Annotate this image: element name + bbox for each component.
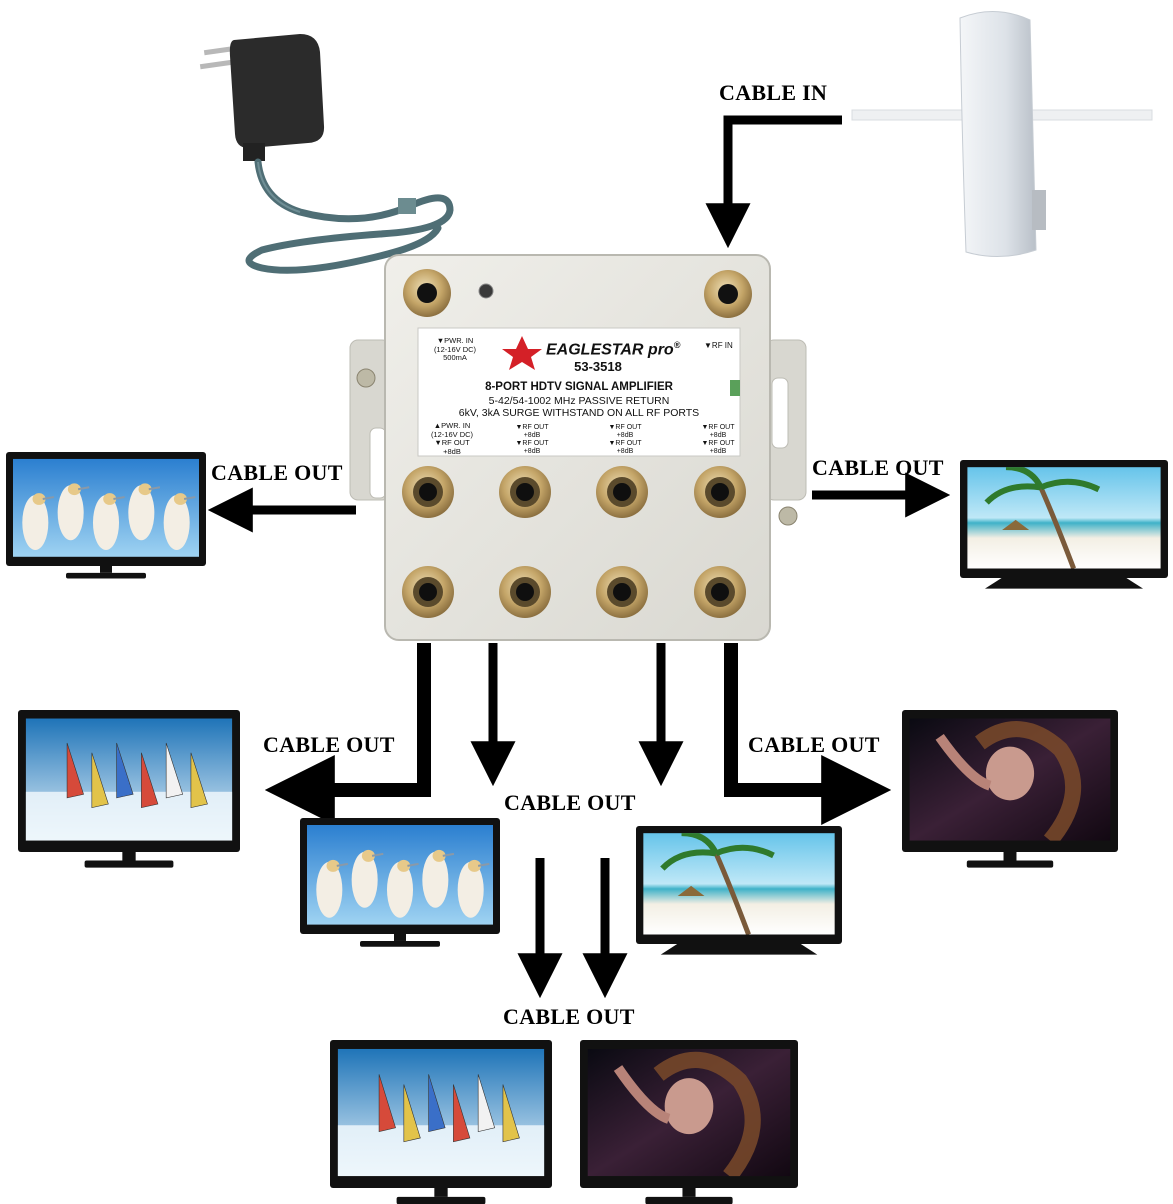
caption-cable-out-left: CABLE OUT xyxy=(211,460,343,485)
rf-out-connector xyxy=(694,566,746,618)
adapter-cable-connector xyxy=(398,198,416,214)
amp-model: 53-3518 xyxy=(574,359,622,374)
antenna xyxy=(851,10,1153,258)
power-adapter xyxy=(199,34,454,274)
adapter-prong xyxy=(203,45,239,56)
amp-passive-return: 5-42/54-1002 MHz PASSIVE RETURN xyxy=(488,395,670,407)
amp-surge-rating: 6kV, 3kA SURGE WITHSTAND ON ALL RF PORTS xyxy=(458,407,700,419)
rf-out-connector xyxy=(499,466,551,518)
amp-pwr-in-port: ▲PWR. IN (12-16V DC) ▼RF OUT +8dB xyxy=(420,421,484,456)
arrow-cable-in xyxy=(705,115,842,249)
amp-brand: EAGLESTAR pro® xyxy=(546,340,680,359)
ground-icon xyxy=(730,380,740,396)
tv-screen-windsurf xyxy=(337,1048,545,1177)
pwr-in-line: 500mA xyxy=(443,353,467,362)
rf-out-text: ▼RF OUT xyxy=(701,424,735,431)
pwr-in-connector xyxy=(403,269,451,317)
tv-screen-gannets xyxy=(307,824,493,925)
television xyxy=(636,826,842,955)
tv-screen-palm-beach xyxy=(643,833,835,935)
pwr-port-line: (12-16V DC) xyxy=(430,429,474,439)
eaglestar-star-logo xyxy=(502,336,542,370)
tv-screen-woman-portrait xyxy=(587,1048,791,1177)
amp-brand-mark: ® xyxy=(673,340,681,350)
caption-cable-out-lower-right: CABLE OUT xyxy=(748,732,880,757)
pwr-in-line: (12-16V DC) xyxy=(433,344,477,354)
mount-screw xyxy=(356,368,376,388)
rf-out-label: ▼RF OUT+8dB ▼RF OUT+8dB xyxy=(603,424,647,456)
amp-brand-name: EAGLESTAR pro xyxy=(546,341,674,359)
mount-screw xyxy=(778,506,798,526)
rf-out-gain: +8dB xyxy=(523,448,541,455)
tv-screen-palm-beach xyxy=(967,467,1161,569)
rf-out-connector xyxy=(694,466,746,518)
rf-out-gain: +8dB xyxy=(616,448,634,455)
caption-cable-out-center: CABLE OUT xyxy=(504,790,636,815)
adapter-body xyxy=(229,34,325,149)
amp-rf-in-label: ▼RF IN xyxy=(704,341,733,350)
signal-arrows xyxy=(207,115,951,999)
rf-out-text: ▼RF OUT xyxy=(701,440,735,447)
rf-out-gain: +8dB xyxy=(709,448,727,455)
pwr-port-line: ▲PWR. IN xyxy=(433,421,471,430)
rf-out-text: ▼RF OUT xyxy=(608,424,642,431)
caption-cable-out-right: CABLE OUT xyxy=(812,455,944,480)
rf-out-text: ▼RF OUT xyxy=(515,440,549,447)
amp-label xyxy=(417,327,741,457)
adapter-plug xyxy=(243,143,265,161)
antenna-panel xyxy=(959,10,1037,258)
rf-out-connector xyxy=(596,566,648,618)
rf-out-connector xyxy=(596,466,648,518)
rf-out-gain: +8dB xyxy=(616,432,634,439)
arrow-out-lower-right xyxy=(724,643,892,825)
rf-out-connector xyxy=(402,566,454,618)
rf-out-text: ▼RF OUT xyxy=(608,440,642,447)
television xyxy=(6,452,206,579)
caption-cable-out-bottom: CABLE OUT xyxy=(503,1004,635,1029)
arrow-out-lower-left xyxy=(264,643,431,825)
television xyxy=(18,710,240,868)
signal-amplifier xyxy=(349,254,807,641)
rf-in-connector xyxy=(704,270,752,318)
caption-cable-out-lower-left: CABLE OUT xyxy=(263,732,395,757)
rf-out-connector xyxy=(499,566,551,618)
rf-out-connector xyxy=(402,466,454,518)
amp-pwr-in-top: ▼PWR. IN (12-16V DC) 500mA xyxy=(424,336,486,363)
antenna-bracket xyxy=(1032,190,1046,230)
adapter-prong xyxy=(199,59,235,70)
pwr-port-line: +8dB xyxy=(443,446,461,456)
rf-out-label: ▼RF OUT+8dB ▼RF OUT+8dB xyxy=(510,424,554,456)
rf-out-gain: +8dB xyxy=(709,432,727,439)
television xyxy=(902,710,1118,868)
rf-out-text: ▼RF OUT xyxy=(515,424,549,431)
tv-screen-windsurf xyxy=(25,718,233,841)
caption-cable-in: CABLE IN xyxy=(719,80,828,105)
pwr-port-line: ▼RF OUT xyxy=(434,438,470,447)
television xyxy=(580,1040,798,1204)
pwr-in-line: ▼PWR. IN xyxy=(436,336,474,345)
television xyxy=(330,1040,552,1204)
tv-screen-woman-portrait xyxy=(909,718,1111,841)
amp-title: 8-PORT HDTV SIGNAL AMPLIFIER xyxy=(485,381,673,393)
tv-screen-gannets xyxy=(13,458,199,557)
television xyxy=(960,460,1168,589)
led-indicator xyxy=(478,283,494,299)
adapter-cable xyxy=(245,158,454,274)
rf-out-gain: +8dB xyxy=(523,432,541,439)
rf-out-label: ▼RF OUT+8dB ▼RF OUT+8dB xyxy=(696,424,740,456)
television xyxy=(300,818,500,947)
